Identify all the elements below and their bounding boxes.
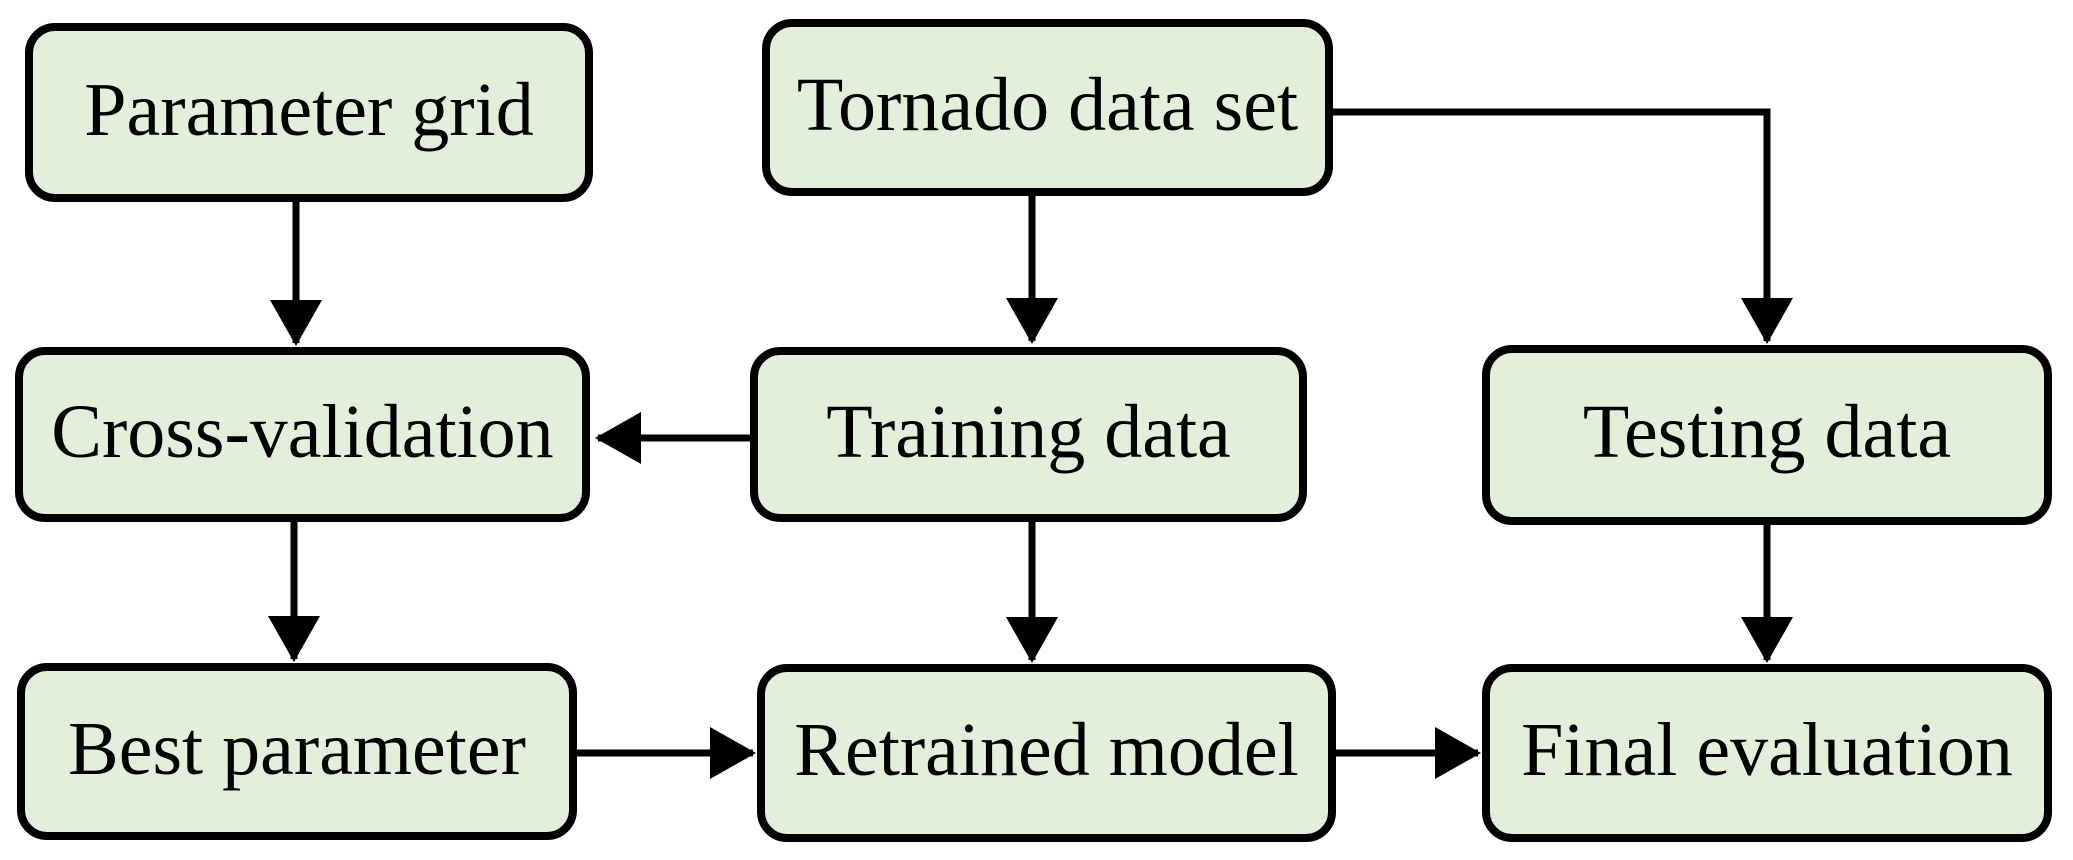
node-parameter-grid: Parameter grid <box>25 23 593 202</box>
node-final-evaluation: Final evaluation <box>1482 664 2052 842</box>
node-tornado-data-set: Tornado data set <box>762 19 1333 196</box>
node-retrained-model: Retrained model <box>757 664 1336 842</box>
node-cross-validation: Cross-validation <box>15 347 590 522</box>
node-testing-data: Testing data <box>1482 345 2052 525</box>
node-training-data: Training data <box>750 347 1307 522</box>
node-tornado-data-set-label: Tornado data set <box>796 62 1299 147</box>
node-testing-data-label: Testing data <box>1582 390 1952 474</box>
node-final-evaluation-label: Final evaluation <box>1521 708 2013 792</box>
node-training-data-label: Training data <box>826 389 1231 474</box>
node-parameter-grid-label: Parameter grid <box>84 67 534 152</box>
node-retrained-model-label: Retrained model <box>794 708 1299 792</box>
node-best-parameter-label: Best parameter <box>68 706 526 791</box>
node-best-parameter: Best parameter <box>17 663 577 840</box>
node-cross-validation-label: Cross-validation <box>51 389 554 474</box>
arrow-tornado-data-set-to-testing-data <box>1333 108 1793 344</box>
